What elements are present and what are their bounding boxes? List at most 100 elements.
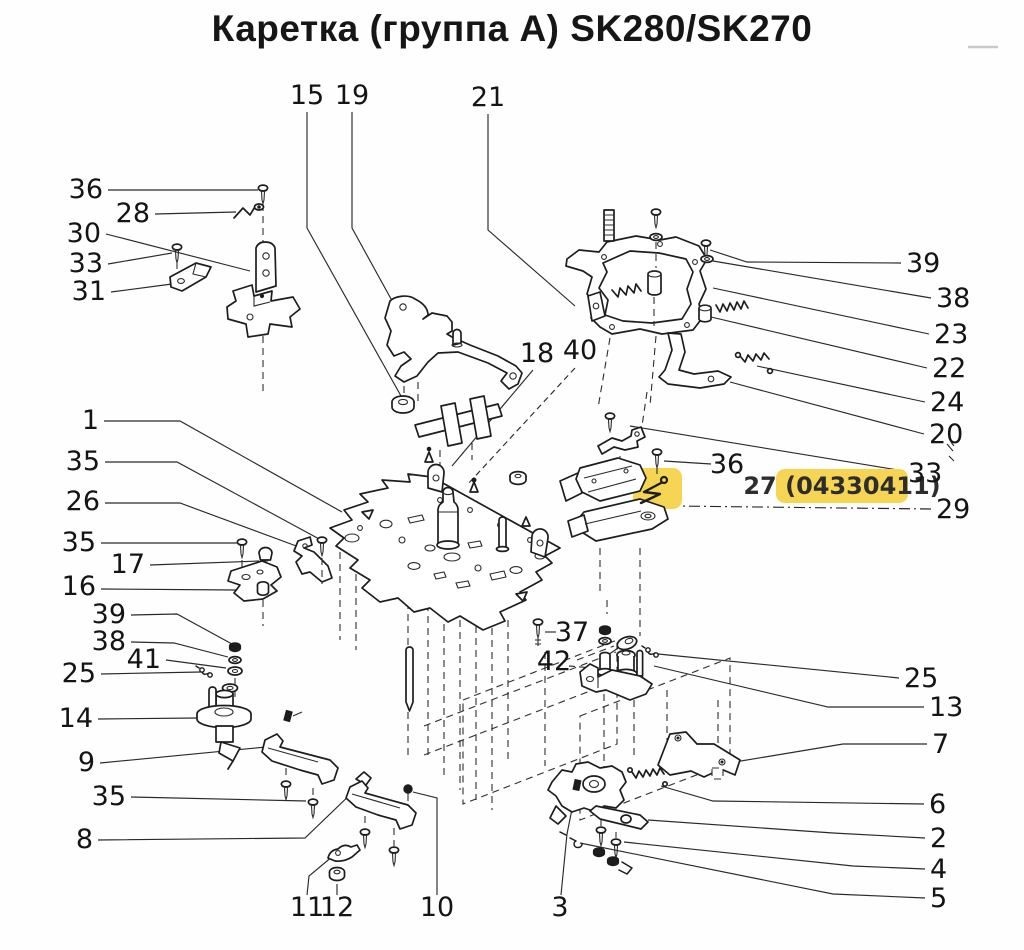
part-label-19: 19: [335, 80, 369, 111]
tick-marks: [946, 45, 998, 462]
leader-33-3: [107, 252, 173, 265]
part-6-spring: [626, 766, 669, 788]
leader-3-22: [560, 803, 574, 896]
leader-20-36: [729, 381, 925, 435]
part-label-28: 28: [116, 198, 150, 229]
part-label-35: 35: [62, 527, 96, 558]
part-28-wire-hook: [233, 203, 265, 219]
highlight-label-text: 27 (04330411): [743, 472, 940, 500]
leader-6-42: [660, 785, 925, 805]
spring-inner: [611, 283, 642, 298]
part-27-spring-wire: [639, 475, 669, 505]
part-label-4: 4: [930, 854, 947, 885]
part-label-6: 6: [929, 789, 946, 820]
part-label-3: 3: [551, 892, 568, 923]
part-label-26: 26: [66, 486, 100, 517]
part-label-30: 30: [67, 218, 101, 249]
highlight-label-box: [776, 469, 908, 503]
part-36-screw-mid: [651, 448, 663, 474]
page-title: Каретка (группа А) SK280/SK270: [211, 8, 813, 49]
part-label-37: 37: [555, 617, 589, 648]
part-label-42: 42: [537, 646, 571, 677]
part-label-41: 41: [127, 644, 161, 675]
part-label-39: 39: [906, 248, 940, 279]
leader-40-27: [467, 367, 576, 485]
part-label-20: 20: [929, 419, 963, 450]
part-label-29: 29: [936, 494, 970, 525]
part-label-14: 14: [59, 703, 93, 734]
leader-36-28: [663, 460, 712, 465]
leader-24-35: [756, 365, 926, 403]
leader-25-39: [657, 653, 900, 679]
leader-35-17: [130, 796, 307, 802]
leader-14-15: [97, 717, 198, 720]
part-label-36: 36: [69, 174, 103, 205]
spring-24: [739, 352, 770, 363]
part-label-23: 23: [934, 319, 968, 350]
part-label-31: 31: [72, 276, 106, 307]
part-label-21: 21: [471, 82, 505, 113]
leader-33-37: [629, 425, 905, 472]
leader-10-21: [412, 791, 438, 895]
leader-1-5: [104, 420, 343, 513]
leader-13-40: [653, 665, 924, 708]
part-label-25: 25: [62, 658, 96, 689]
part-10-screw: [403, 784, 413, 794]
leader-15-23: [306, 112, 402, 397]
leader-35-6: [105, 461, 322, 541]
part-19-plate: [384, 295, 523, 402]
part-5-wire: [559, 831, 583, 849]
part-label-9: 9: [78, 747, 95, 778]
part-label-17: 17: [111, 549, 145, 580]
part-label-39: 39: [92, 599, 126, 630]
part-label-24: 24: [930, 387, 964, 418]
part-label-1: 1: [82, 405, 99, 436]
part-31-bracket: [169, 243, 212, 292]
leader-26-7: [105, 502, 300, 548]
part-label-13: 13: [929, 692, 963, 723]
leader-28-1: [154, 211, 237, 215]
part-label-11: 11: [290, 892, 324, 923]
leader-25-14: [100, 671, 202, 675]
leader-lines: [97, 112, 932, 899]
leader-9-16: [99, 746, 267, 764]
assembly-3: [547, 761, 649, 875]
part-label-25: 25: [904, 663, 938, 694]
part-label-33: 33: [69, 248, 103, 279]
leader-41-13: [165, 659, 227, 669]
leader-2-43: [647, 819, 926, 839]
leader-17-9: [149, 560, 260, 566]
part-label-36: 36: [710, 449, 744, 480]
part-label-38: 38: [936, 283, 970, 314]
part-label-35: 35: [66, 446, 100, 477]
part-14-cluster: [195, 642, 252, 770]
part-label-33: 33: [908, 458, 942, 489]
part-label-15: 15: [290, 80, 324, 111]
part-12-nut: [328, 866, 346, 882]
leader-11-19: [306, 855, 334, 896]
part-label-35: 35: [92, 781, 126, 812]
part-15-nut: [391, 395, 415, 414]
leader-4-44: [623, 841, 926, 870]
part-label-7: 7: [932, 729, 949, 760]
part-30-cross-bracket: [226, 184, 301, 396]
leader-23-33: [712, 287, 930, 335]
part-16-17-cluster: [227, 536, 328, 626]
part-label-22: 22: [932, 353, 966, 384]
part-18-cross-plate: [414, 395, 503, 468]
leader-21-25: [487, 114, 576, 307]
leader-16-10: [100, 588, 237, 591]
part-26-bracket: [293, 536, 333, 583]
assembly-13-42: [532, 600, 659, 701]
leader-39-11: [130, 613, 233, 645]
leader-29-38: [673, 505, 932, 510]
part-label-5: 5: [930, 883, 947, 914]
leader-38-12: [130, 641, 229, 658]
assembly-29: [559, 412, 669, 542]
part-11-hook: [327, 844, 361, 863]
leader-8-18: [97, 788, 357, 841]
part-label-18: 18: [520, 338, 554, 369]
